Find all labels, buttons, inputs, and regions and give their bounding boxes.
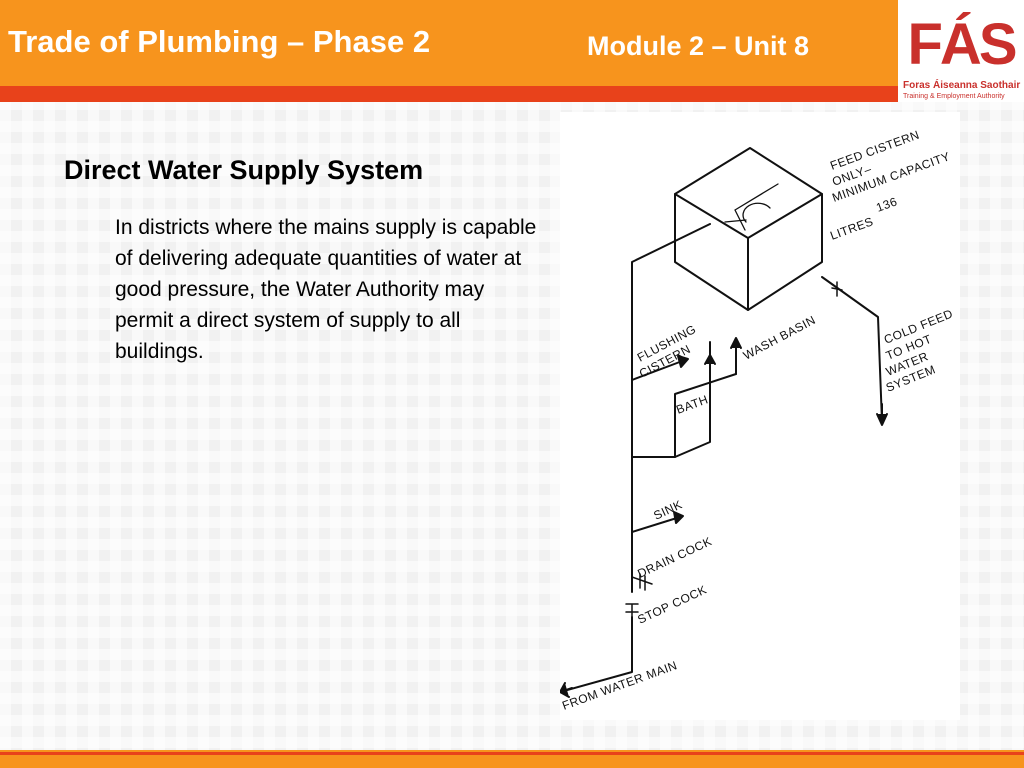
- slide-title: Direct Water Supply System: [64, 155, 424, 185]
- feed-cistern-label-4: LITRES: [828, 214, 875, 243]
- drain-cock-label: DRAIN COCK: [635, 534, 714, 581]
- slide-body-text: In districts where the mains supply is c…: [115, 216, 537, 363]
- water-main-label: FROM WATER MAIN: [560, 658, 679, 713]
- logo-panel: [898, 0, 1024, 102]
- feed-cistern-label-5: 136: [874, 194, 899, 215]
- logo-org-subtitle: Training & Employment Authority: [903, 93, 1005, 100]
- course-title: Trade of Plumbing – Phase 2: [8, 24, 431, 59]
- fas-logo-icon: FÁS: [908, 12, 1019, 74]
- footer-stripe: [0, 752, 1024, 755]
- diagram-panel: [560, 112, 960, 720]
- plumbing-diagram: FEED CISTERN ONLY– MINIMUM CAPACITY LITR…: [560, 128, 955, 713]
- module-title: Module 2 – Unit 8: [587, 31, 810, 61]
- header-bar: [0, 0, 898, 86]
- wash-basin-label: WASH BASIN: [741, 313, 818, 363]
- valves: [625, 281, 843, 618]
- logo-org-name: Foras Áiseanna Saothair: [903, 80, 1021, 91]
- logo-mark-text: FÁS: [908, 12, 1016, 74]
- bath-label: BATH: [674, 392, 710, 416]
- flow-arrows: [560, 337, 888, 698]
- stop-cock-label: STOP COCK: [635, 582, 709, 626]
- header-stripe: [0, 86, 898, 102]
- diagram-labels: FEED CISTERN ONLY– MINIMUM CAPACITY LITR…: [560, 128, 955, 713]
- supply-pipes: [560, 223, 883, 693]
- feed-cistern-tank: [674, 147, 823, 311]
